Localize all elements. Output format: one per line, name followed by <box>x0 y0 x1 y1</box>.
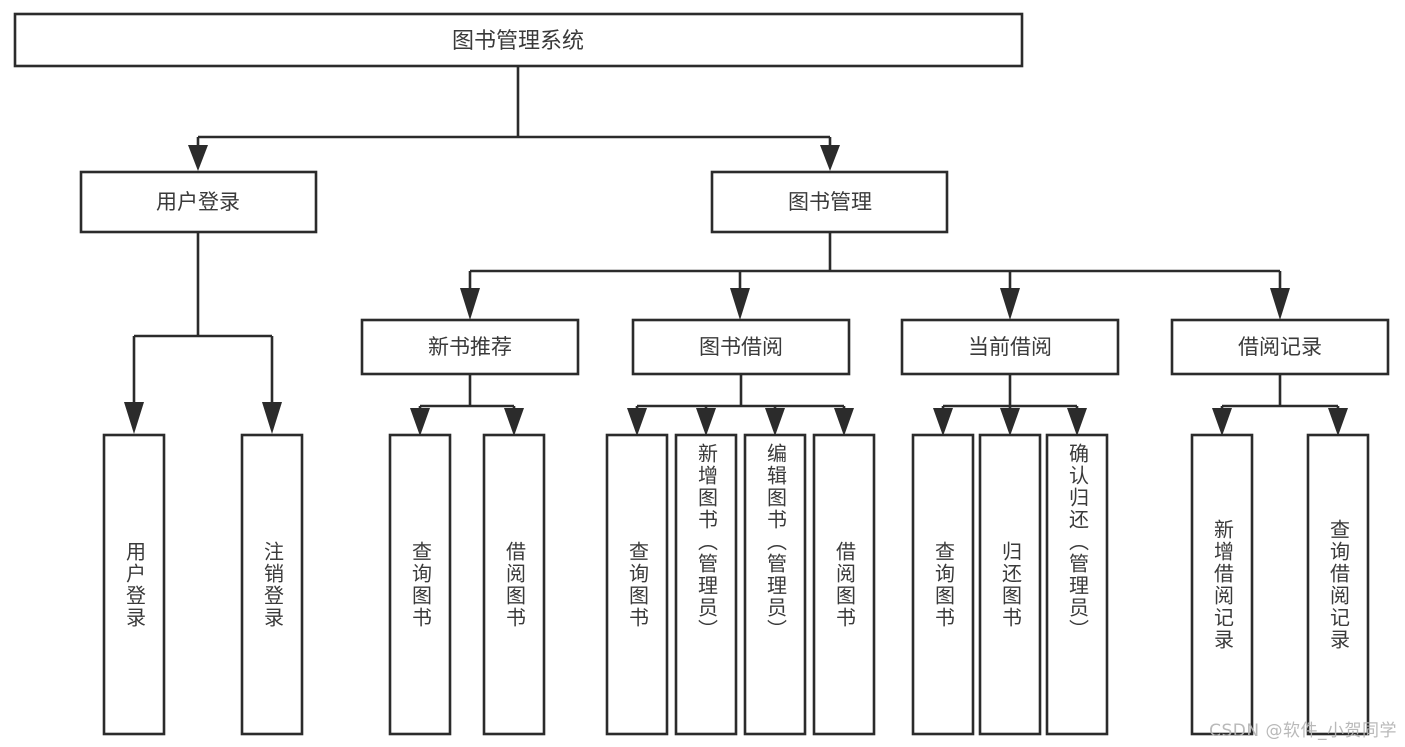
arrow-leaf-query-record <box>1328 408 1348 436</box>
arrow-book-manage <box>820 145 840 171</box>
arrow-leaf-borrow-book-1 <box>504 408 524 436</box>
arrow-leaf-user-logout <box>262 402 282 434</box>
node-user-login[interactable]: 用户登录 <box>79 170 318 234</box>
leaf-box-query-book-2[interactable] <box>605 433 669 736</box>
book-borrow-label: 图书借阅 <box>699 335 783 359</box>
arrow-leaf-confirm-return <box>1067 408 1087 436</box>
arrow-leaf-borrow-book-2 <box>834 408 854 436</box>
arrow-leaf-query-book-1 <box>410 408 430 436</box>
arrow-borrow-record <box>1270 288 1290 320</box>
arrow-leaf-query-book-2 <box>627 408 647 436</box>
borrow-record-box[interactable] <box>1170 318 1390 376</box>
borrow-record-label: 借阅记录 <box>1238 335 1322 359</box>
leaf-box-borrow-book-2[interactable] <box>812 433 876 736</box>
node-root[interactable]: 图书管理系统 <box>13 12 1024 68</box>
root-box[interactable] <box>13 12 1024 68</box>
arrow-current-borrow <box>1000 288 1020 320</box>
book-borrow-box[interactable] <box>631 318 851 376</box>
node-book-borrow[interactable]: 图书借阅 <box>631 318 851 376</box>
arrow-book-borrow <box>730 288 750 320</box>
leaf-box-query-book-1[interactable] <box>388 433 452 736</box>
current-borrow-box[interactable] <box>900 318 1120 376</box>
leaf-box-borrow-book-1[interactable] <box>482 433 546 736</box>
leaf-box-edit-book[interactable] <box>743 433 807 736</box>
arrow-leaf-return-book <box>1000 408 1020 436</box>
book-manage-label: 图书管理 <box>788 190 872 214</box>
node-current-borrow[interactable]: 当前借阅 <box>900 318 1120 376</box>
user-login-label: 用户登录 <box>156 190 240 214</box>
new-book-recommend-box[interactable] <box>360 318 580 376</box>
arrow-leaf-edit-book <box>765 408 785 436</box>
leaf-box-return-book[interactable] <box>978 433 1042 736</box>
arrow-user-login <box>188 145 208 171</box>
leaf-box-user-logout[interactable] <box>240 433 304 736</box>
arrow-new-book-recommend <box>460 288 480 320</box>
leaf-box-query-book-3[interactable] <box>911 433 975 736</box>
new-book-recommend-label: 新书推荐 <box>428 335 512 359</box>
current-borrow-label: 当前借阅 <box>968 335 1052 359</box>
arrow-leaf-user-login <box>124 402 144 434</box>
arrow-leaf-add-record <box>1212 408 1232 436</box>
node-book-manage[interactable]: 图书管理 <box>710 170 949 234</box>
leaf-box-query-record[interactable] <box>1306 433 1370 736</box>
leaf-box-add-record[interactable] <box>1190 433 1254 736</box>
node-new-book-recommend[interactable]: 新书推荐 <box>360 318 580 376</box>
arrow-leaf-add-book <box>696 408 716 436</box>
arrow-leaf-query-book-3 <box>933 408 953 436</box>
leaf-box-confirm-return[interactable] <box>1045 433 1109 736</box>
leaf-box-add-book[interactable] <box>674 433 738 736</box>
csdn-watermark: CSDN @软件_小贺同学 <box>1209 721 1397 741</box>
book-manage-box[interactable] <box>710 170 949 234</box>
leaf-box-user-login[interactable] <box>102 433 166 736</box>
root-label: 图书管理系统 <box>452 29 584 54</box>
node-borrow-record[interactable]: 借阅记录 <box>1170 318 1390 376</box>
